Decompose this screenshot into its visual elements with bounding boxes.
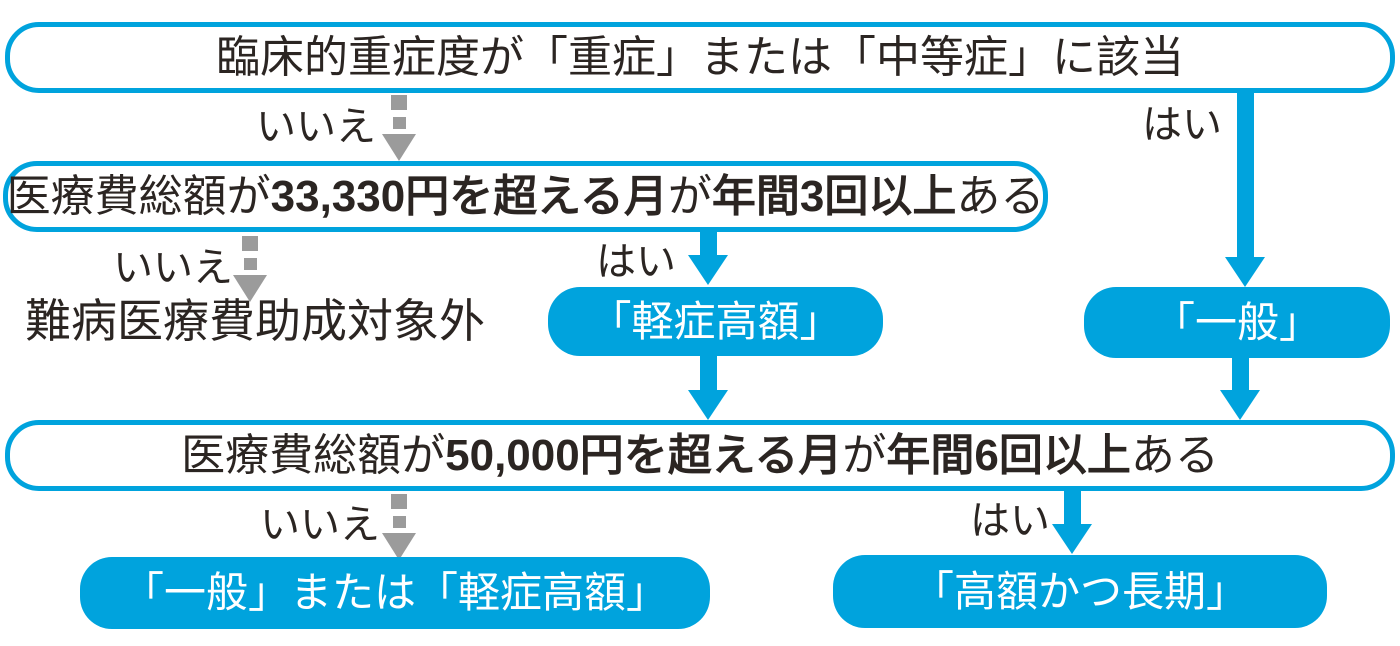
decision-severity-box: 臨床的重症度が「重症」または「中等症」に該当: [5, 22, 1395, 93]
label-yes-1: はい: [1142, 103, 1222, 147]
arrow-dash: [392, 117, 406, 129]
label-no-2: いいえ: [113, 246, 233, 290]
arrow-head: [233, 275, 267, 302]
arrow-stem: [1236, 93, 1254, 257]
arrow-stem: [699, 232, 717, 255]
not-eligible-text: 難病医療費助成対象外: [25, 295, 485, 347]
arrow-down-blue-ippan-to-cost50000: [1220, 358, 1260, 420]
arrow-dash: [243, 258, 257, 270]
arrow-dash: [392, 516, 406, 528]
decision-cost-33330-text: 医療費総額が33,330円を超える月が年間3回以上ある: [6, 171, 1045, 221]
arrow-down-gray-no-3: [382, 494, 416, 560]
arrow-stem: [1063, 491, 1081, 524]
arrow-dash: [242, 236, 258, 251]
arrow-head: [382, 134, 416, 161]
result-ippan-text: 「一般」: [1152, 298, 1321, 346]
result-kogaku-choki-box: 「高額かつ長期」: [833, 555, 1327, 628]
arrow-dash: [391, 494, 407, 509]
result-keisho-kogaku-text: 「軽症高額」: [589, 297, 842, 345]
decision-severity-text: 臨床的重症度が「重症」または「中等症」に該当: [216, 32, 1184, 82]
arrow-head: [688, 255, 728, 285]
decision-cost-33330-box: 医療費総額が33,330円を超える月が年間3回以上ある: [3, 161, 1048, 232]
result-kogaku-choki-text: 「高額かつ長期」: [911, 567, 1248, 615]
label-no-1: いいえ: [256, 105, 376, 149]
result-ippan-or-keisho-box: 「一般」または「軽症高額」: [80, 557, 710, 629]
decision-cost-50000-text: 医療費総額が50,000円を超える月が年間6回以上ある: [181, 430, 1219, 480]
arrow-stem: [1231, 358, 1249, 390]
arrow-down-blue-yes-3: [1052, 491, 1092, 554]
result-ippan-or-keisho-text: 「一般」または「軽症高額」: [121, 569, 668, 616]
arrow-dash: [391, 95, 407, 110]
arrow-down-gray-no-1: [382, 95, 416, 161]
result-keisho-kogaku-box: 「軽症高額」: [548, 287, 883, 356]
decision-cost-50000-box: 医療費総額が50,000円を超える月が年間6回以上ある: [5, 420, 1395, 491]
arrow-head: [1225, 257, 1265, 287]
arrow-stem: [699, 356, 717, 390]
arrow-down-blue-yes-1: [1225, 93, 1265, 287]
label-no-3: いいえ: [260, 503, 380, 547]
arrow-head: [382, 533, 416, 560]
arrow-head: [688, 390, 728, 420]
arrow-down-blue-keisho-to-cost50000: [688, 356, 728, 420]
label-yes-2: はい: [596, 240, 676, 284]
arrow-down-gray-no-2: [233, 236, 267, 302]
result-ippan-box: 「一般」: [1084, 287, 1390, 358]
label-yes-3: はい: [970, 499, 1050, 543]
arrow-down-blue-yes-2: [688, 232, 728, 285]
arrow-head: [1220, 390, 1260, 420]
arrow-head: [1052, 524, 1092, 554]
